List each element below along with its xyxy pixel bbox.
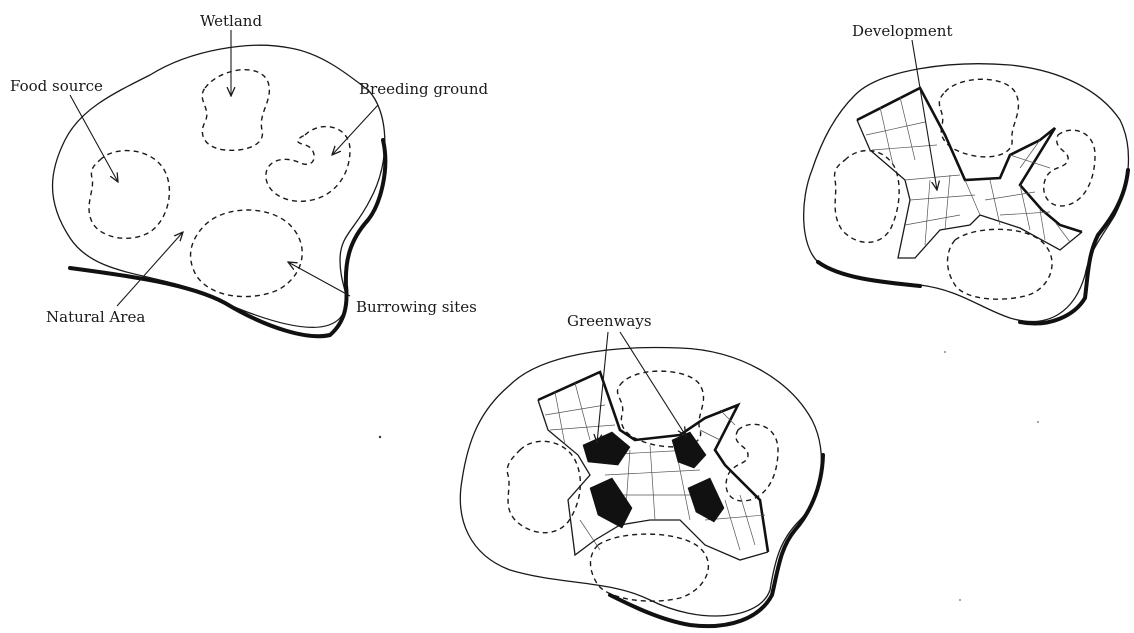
- development-label: Development: [852, 22, 952, 40]
- greenways-panel: Greenways: [459, 312, 825, 629]
- speck: [944, 351, 946, 353]
- development-edge-upper: [856, 86, 1083, 234]
- breeding-ground-label: Breeding ground: [359, 80, 489, 98]
- development-arrow: [911, 39, 937, 190]
- speck: [1037, 421, 1039, 423]
- food-source-patch: [88, 149, 171, 239]
- development-burrowing-patch: [946, 228, 1053, 300]
- greenways-arrow-right: [619, 331, 686, 436]
- natural-area-panel: Wetland Food source Breeding ground Natu…: [10, 12, 489, 339]
- greenway-corridor-lower-left: [589, 477, 633, 529]
- burrowing-sites-label: Burrowing sites: [356, 298, 477, 316]
- greenways-arrow-left: [597, 331, 609, 443]
- greenways-edge-upper: [537, 370, 770, 553]
- burrowing-sites-patch: [189, 209, 303, 298]
- greenways-edge-lower: [537, 399, 769, 561]
- breeding-ground-arrow: [332, 104, 379, 155]
- food-source-arrow: [69, 94, 118, 182]
- wetland-patch: [201, 69, 271, 152]
- development-breeding-patch: [1043, 129, 1096, 207]
- development-shadow-edge: [816, 168, 1130, 326]
- breeding-ground-patch: [265, 125, 351, 202]
- natural-area-label: Natural Area: [46, 308, 145, 326]
- greenway-corridors: [582, 431, 725, 529]
- development-edge-lower: [856, 119, 1083, 259]
- development-panel: Development: [802, 22, 1130, 326]
- wetland-label: Wetland: [200, 12, 263, 30]
- food-source-label: Food source: [10, 77, 103, 95]
- burrowing-sites-arrow: [288, 262, 351, 297]
- greenways-burrowing-patch: [589, 533, 710, 602]
- speck: [378, 435, 382, 439]
- greenway-corridor-lower-right: [687, 477, 725, 523]
- development-outline: [802, 63, 1130, 323]
- natural-area-shadow-edge: [68, 138, 388, 339]
- development-wetland-patch: [938, 78, 1020, 158]
- greenway-corridor-upper-right: [671, 431, 707, 469]
- natural-area-arrow: [116, 232, 183, 307]
- development-grid: [865, 96, 1071, 246]
- greenways-outline: [459, 346, 823, 617]
- greenways-label: Greenways: [567, 312, 652, 330]
- greenways-breeding-patch: [725, 423, 779, 502]
- speck: [959, 599, 961, 601]
- greenways-shadow-edge: [608, 453, 825, 629]
- development-food-source-patch: [833, 149, 900, 244]
- greenways-food-source-patch: [506, 440, 581, 534]
- greenway-corridor-upper-left: [582, 431, 631, 466]
